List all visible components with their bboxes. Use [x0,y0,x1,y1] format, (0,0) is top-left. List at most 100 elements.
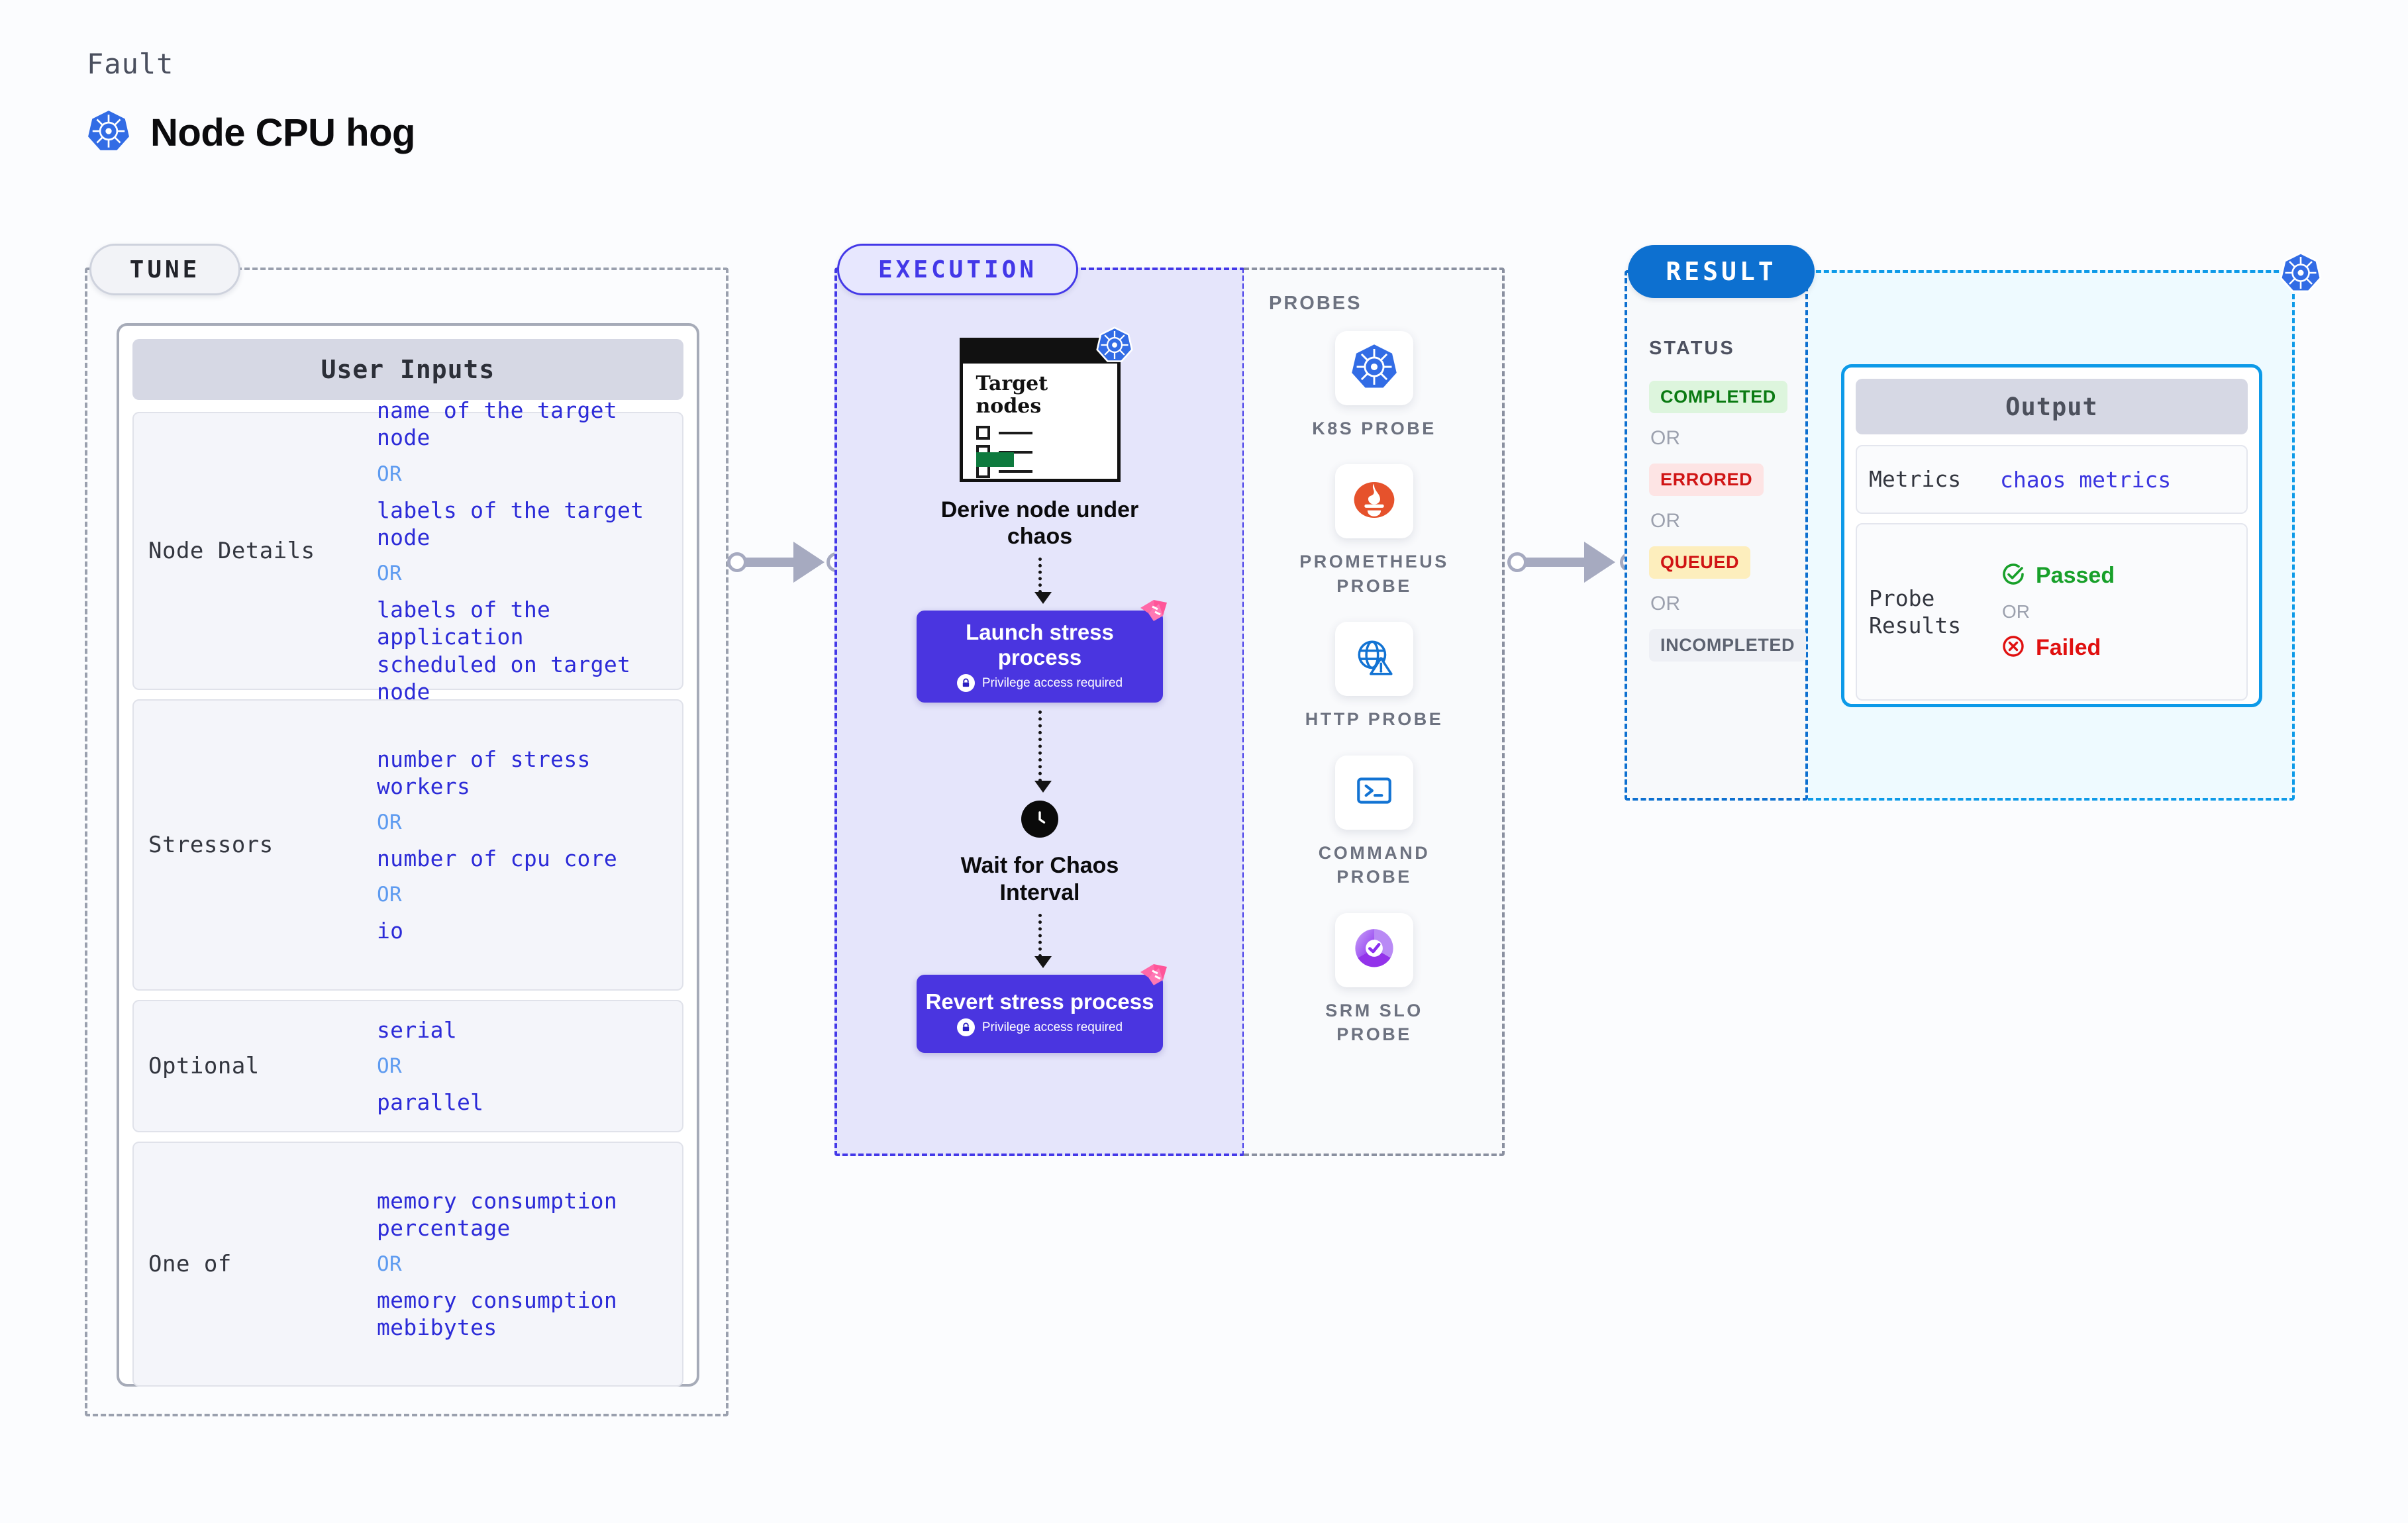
row-label: Node Details [148,538,315,564]
output-title: Output [1856,379,2248,434]
globe-warning-icon [1352,636,1396,683]
or-separator: OR [377,883,402,907]
value-text: number of cpu core [377,846,618,871]
probes-section-title: PROBES [1269,293,1362,314]
probe-k8s[interactable]: K8S PROBE [1312,331,1436,440]
result-panel-label: RESULT [1628,245,1815,298]
value-text: labels of the application scheduled on t… [377,597,631,705]
tune-row-node-details: Node Details name of the target node OR … [132,397,683,705]
privilege-note: Privilege access required [956,1018,1123,1037]
step-revert-stress-process: Revert stress process Privilege access r… [917,963,1167,1053]
execution-flow: Target nodes Derive node under chaos [834,311,1245,1053]
connector-tune-to-execution [727,542,846,583]
or-separator: OR [1650,427,1680,449]
output-row-metrics: Metrics chaos metrics [1856,445,2248,514]
probe-http[interactable]: HTTP PROBE [1305,622,1444,731]
step-subtitle: Privilege access required [981,1020,1123,1034]
step-caption-wait-chaos: Wait for Chaos Interval [960,853,1119,905]
progress-bar [976,452,1014,467]
terminal-icon [1352,769,1396,816]
status-badge-errored: ERRORED [1649,464,1764,496]
privilege-note: Privilege access required [956,674,1123,693]
row-values: memory consumption percentage OR memory … [377,1187,676,1342]
clock-icon [1021,801,1058,838]
row-label: Probe Results [1869,585,1962,638]
probe-label: SRM SLO PROBE [1325,1000,1423,1045]
probes-list: K8S PROBE PROMETHEUS PROBE [1244,331,1505,1071]
row-label: Optional [148,1053,260,1079]
flow-arrow [1034,913,1052,968]
row-label: Stressors [148,832,274,858]
probe-prometheus[interactable]: PROMETHEUS PROBE [1288,464,1460,598]
probe-command[interactable]: COMMAND PROBE [1288,755,1460,889]
or-separator: OR [377,1252,402,1276]
kubernetes-icon [2280,252,2322,297]
harness-logo-icon [1139,599,1168,628]
value-text: memory consumption mebibytes [377,1287,618,1341]
value-text: labels of the target node [377,497,644,550]
probe-label: K8S PROBE [1312,418,1436,438]
probe-label: PROMETHEUS PROBE [1299,552,1449,596]
target-nodes-card: Target nodes [959,326,1133,482]
or-separator: OR [2002,601,2030,622]
probe-result-passed: Passed [2000,561,2115,591]
value-text: memory consumption percentage [377,1187,618,1241]
value-text: parallel [377,1089,484,1115]
or-separator: OR [1650,593,1680,614]
value-text: name of the target node [377,397,618,451]
output-row-probe-results: Probe Results Passed OR [1856,523,2248,701]
status-badge-queued: QUEUED [1649,546,1751,579]
row-label: Metrics [1869,466,1962,493]
row-values: serial OR parallel [377,1016,676,1116]
result-label: Failed [2036,635,2101,660]
check-circle-icon [2000,561,2027,591]
or-separator: OR [377,811,402,834]
probe-srm-slo[interactable]: SRM SLO PROBE [1288,912,1460,1047]
probe-tile [1335,755,1413,830]
value-text: number of stress workers [377,746,591,799]
probe-result-values: Passed OR Failed [2000,561,2115,663]
probe-tile [1335,464,1413,539]
result-label: Passed [2036,563,2115,588]
value-text: io [377,918,404,944]
step-caption-derive-node: Derive node under chaos [940,497,1139,550]
user-inputs-card: User Inputs Node Details name of the tar… [117,323,699,1387]
row-label: One of [148,1251,232,1277]
harness-logo-icon [1139,963,1168,993]
step-launch-stress-process: Launch stress process Privilege access r… [917,600,1167,703]
step-subtitle: Privilege access required [981,675,1123,690]
probe-tile [1335,912,1413,987]
or-separator: OR [377,562,402,585]
result-panel [1625,270,1808,801]
connector-execution-to-result [1507,542,1640,583]
tune-row-one-of: One of memory consumption percentage OR … [132,1142,683,1387]
row-values: number of stress workers OR number of cp… [377,746,676,945]
card-titlebar [962,341,1117,364]
fault-title-row: Node CPU hog [87,109,415,156]
probes-panel [1244,268,1505,1156]
checkbox-icon [976,426,990,440]
page-title: Node CPU hog [150,111,415,154]
or-separator: OR [1650,510,1680,532]
probe-tile [1335,622,1413,697]
tune-panel-label: TUNE [89,244,240,295]
or-separator: OR [377,462,402,486]
step-title: Revert stress process [925,989,1154,1014]
row-values: name of the target node OR labels of the… [377,397,676,705]
target-nodes-title: Target nodes [976,372,1048,418]
kubernetes-icon [1350,343,1398,394]
probe-result-failed: Failed [2000,633,2115,663]
prometheus-icon [1350,476,1398,527]
user-inputs-title: User Inputs [132,339,683,400]
value-text: serial [377,1016,458,1043]
probe-label: COMMAND PROBE [1318,842,1430,887]
kubernetes-icon [1095,326,1133,367]
status-badge-incompleted: INCOMPLETED [1649,629,1807,662]
flow-arrow [1034,711,1052,793]
kubernetes-icon [87,109,130,156]
x-circle-icon [2000,633,2027,663]
step-title: Launch stress process [966,620,1114,669]
probe-tile [1334,331,1413,405]
tune-row-stressors: Stressors number of stress workers OR nu… [132,699,683,991]
